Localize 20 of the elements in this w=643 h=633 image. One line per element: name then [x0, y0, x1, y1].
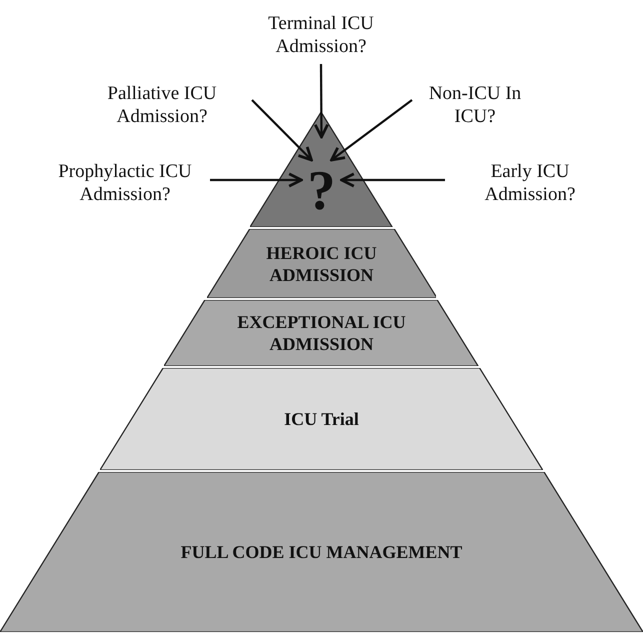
question-label: Non-ICU In ICU?	[420, 82, 530, 128]
question-label: Early ICU Admission?	[455, 160, 605, 206]
arrow	[210, 172, 303, 188]
arrow	[340, 172, 445, 188]
arrow	[251, 99, 313, 162]
arrow	[330, 99, 413, 162]
pyramid-tier	[206, 229, 436, 298]
pyramid-tier	[0, 472, 643, 632]
pyramid-tier	[100, 368, 543, 470]
question-mark: ?	[306, 163, 336, 219]
tier-label: HEROIC ICU ADMISSION	[265, 242, 378, 286]
arrow	[314, 64, 329, 138]
tier-label: FULL CODE ICU MANAGEMENT	[180, 541, 464, 563]
pyramid-tier	[164, 300, 479, 366]
question-label: Terminal ICU Admission?	[261, 12, 381, 58]
pyramid-apex	[250, 112, 393, 227]
question-label: Prophylactic ICU Admission?	[40, 160, 210, 206]
tier-label: ICU Trial	[283, 408, 360, 430]
question-label: Palliative ICU Admission?	[92, 82, 232, 128]
tier-label: EXCEPTIONAL ICU ADMISSION	[236, 311, 407, 355]
